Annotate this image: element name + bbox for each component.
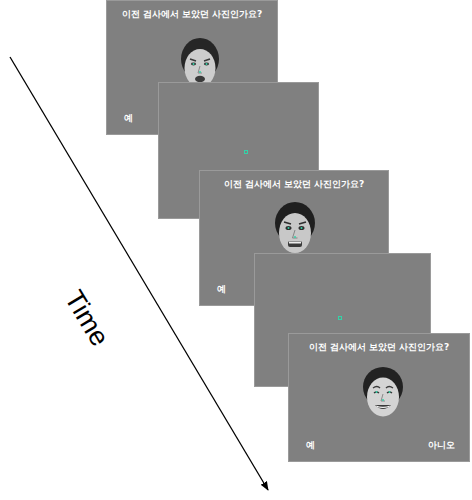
answer-row: 예	[217, 284, 374, 295]
answer-option: 예	[124, 113, 133, 124]
axis-label: Time	[58, 285, 115, 352]
answer-option: 예	[306, 440, 315, 451]
question-text: 이전 검사에서 보았던 사진인가요?	[200, 179, 388, 190]
stimulus-screen: 이전 검사에서 보았던 사진인가요? 예	[106, 0, 278, 135]
stimulus-screen: 이전 검사에서 보았던 사진인가요? 예 아니오	[288, 333, 470, 462]
answer-option: 아니오	[428, 440, 455, 451]
answer-row: 예 아니오	[306, 440, 455, 451]
answer-option: 예	[217, 284, 226, 295]
stimulus-screen: 이전 검사에서 보았던 사진인가요? 예	[199, 170, 389, 306]
question-text: 이전 검사에서 보았던 사진인가요?	[289, 342, 469, 353]
answer-row: 예	[124, 113, 263, 124]
time-label: Time	[58, 285, 115, 352]
question-text: 이전 검사에서 보았던 사진인가요?	[107, 9, 277, 20]
